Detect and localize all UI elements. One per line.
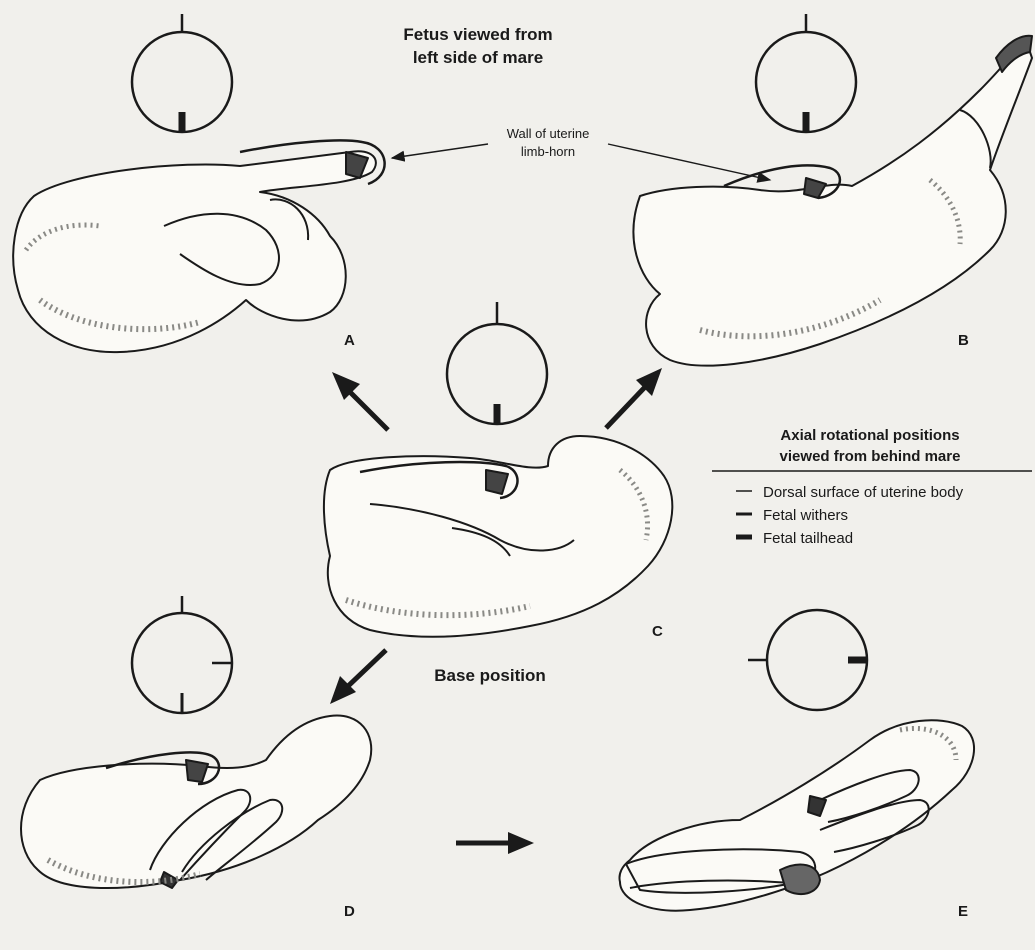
uterine-wall-pointer-a <box>392 144 488 158</box>
panel-letter-b: B <box>958 332 969 349</box>
arrow-to-d <box>330 650 386 704</box>
fetus-illustration-d <box>21 716 371 889</box>
base-position-label: Base position <box>434 666 545 685</box>
uterine-wall-pointer-b <box>608 144 770 180</box>
uterine-wall-label-line-2: limb-horn <box>521 144 575 159</box>
panel-letter-c: C <box>652 623 663 640</box>
rotation-dial-a <box>132 14 232 132</box>
rotation-dial-e <box>748 610 867 710</box>
arrow-to-b <box>606 368 662 428</box>
panel-letter-e: E <box>958 903 968 920</box>
arrow-d-to-e <box>456 832 534 854</box>
legend: Axial rotational positions viewed from b… <box>712 427 1032 547</box>
panel-letter-d: D <box>344 903 355 920</box>
diagram-title-line-1: Fetus viewed from <box>403 25 552 44</box>
rotation-dial-c <box>447 302 547 424</box>
arrow-to-a <box>332 372 388 430</box>
panel-letter-a: A <box>344 332 355 349</box>
fetus-illustration-c <box>324 436 672 637</box>
uterine-wall-label-line-1: Wall of uterine <box>507 126 590 141</box>
diagram-title-line-2: left side of mare <box>413 48 543 67</box>
legend-heading-line-1: Axial rotational positions <box>780 427 959 444</box>
rotation-dial-b <box>756 14 856 132</box>
legend-heading-line-2: viewed from behind mare <box>780 448 961 465</box>
fetus-illustration-a <box>13 140 384 352</box>
legend-item-fetal-withers: Fetal withers <box>763 507 848 524</box>
fetus-illustration-b <box>633 36 1032 366</box>
legend-item-fetal-tailhead: Fetal tailhead <box>763 530 853 547</box>
legend-item-dorsal-surface: Dorsal surface of uterine body <box>763 484 964 501</box>
fetus-illustration-e <box>619 720 974 910</box>
rotation-dial-d <box>132 596 232 713</box>
